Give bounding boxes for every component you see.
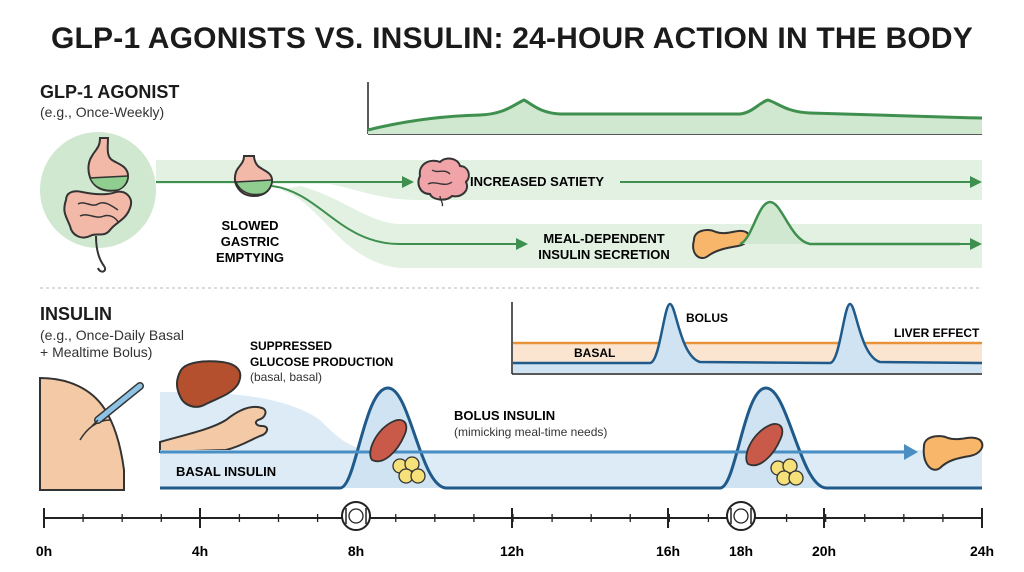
digestive-system-icon [40, 132, 156, 273]
insulin-subheading-line2: + Mealtime Bolus) [40, 344, 152, 360]
timeline-label: 4h [192, 543, 208, 559]
timeline-label: 20h [812, 543, 836, 559]
muscle-icon-2 [745, 423, 784, 467]
slowed-gastric-line3: EMPTYING [216, 250, 284, 265]
inset-bolus-fill [513, 304, 982, 373]
slowed-gastric-line2: GASTRIC [221, 234, 280, 249]
satiety-band [156, 160, 982, 200]
bolus-line [160, 386, 982, 490]
timeline-major-ticks: 0h 4h 8h 12h 16h 18h 20h 24h [36, 508, 994, 559]
insulin-section: INSULIN (e.g., Once-Daily Basal + Mealti… [39, 302, 984, 491]
inset-bolus-label: BOLUS [686, 311, 728, 325]
muscle-icon-1 [369, 419, 408, 463]
timeline-label: 18h [729, 543, 753, 559]
secretion-band [280, 186, 982, 268]
meal-dependent-line1: MEAL-DEPENDENT [543, 231, 664, 246]
liver-icon [176, 360, 242, 408]
basal-area [160, 450, 982, 488]
inset-liver-label: LIVER EFFECT [894, 326, 980, 340]
suppressed-line1: SUPPRESSED [250, 339, 332, 353]
page-title: GLP-1 AGONISTS VS. INSULIN: 24-HOUR ACTI… [51, 22, 973, 55]
meal-dependent-line2: INSULIN SECRETION [538, 247, 669, 262]
arrow-to-brain [156, 176, 414, 188]
inset-bolus-line [513, 302, 983, 365]
suppressed-note: (basal, basal) [250, 370, 322, 384]
slowed-gastric-line1: SLOWED [221, 218, 278, 233]
pancreas-icon-2 [922, 435, 984, 471]
inset-basal-label: BASAL [574, 346, 615, 360]
glp1-activity-curve [367, 82, 983, 135]
satiety-label: INCREASED SATIETY [470, 174, 604, 189]
glp1-subheading: (e.g., Once-Weekly) [40, 104, 164, 120]
bolus-note: (mimicking meal-time needs) [454, 425, 607, 439]
secretion-arrow [271, 185, 528, 250]
brain-icon [417, 157, 470, 207]
glp1-heading: GLP-1 AGONIST [40, 82, 179, 102]
timeline-label: 8h [348, 543, 364, 559]
small-stomach-icon [234, 155, 274, 198]
insulin-pen-icon [91, 382, 144, 427]
secretion-peak [739, 200, 960, 246]
suppressed-line2: GLUCOSE PRODUCTION [250, 355, 393, 369]
arm-injection-icon [39, 376, 144, 491]
insulin-heading: INSULIN [40, 304, 112, 324]
timeline-label: 0h [36, 543, 52, 559]
timeline: 0h 4h 8h 12h 16h 18h 20h 24h [36, 501, 994, 559]
insulin-subheading-line1: (e.g., Once-Daily Basal [40, 327, 184, 343]
glp1-section: GLP-1 AGONIST (e.g., Once-Weekly) [40, 82, 983, 273]
satiety-arrow [620, 176, 982, 188]
inset-chart: BOLUS LIVER EFFECT BASAL [511, 302, 983, 375]
meal-icon-1 [341, 501, 371, 531]
timeline-label: 24h [970, 543, 994, 559]
secretion-end-arrow [810, 238, 982, 250]
basal-arrow [160, 444, 918, 460]
timeline-label: 16h [656, 543, 680, 559]
timeline-label: 12h [500, 543, 524, 559]
basal-insulin-label: BASAL INSULIN [176, 464, 276, 479]
meal-icon-2 [726, 501, 756, 531]
bolus-insulin-label: BOLUS INSULIN [454, 408, 555, 423]
fat-cells-icon-2 [770, 458, 804, 486]
fat-cells-icon-1 [392, 456, 426, 484]
hand-icon [159, 406, 268, 454]
